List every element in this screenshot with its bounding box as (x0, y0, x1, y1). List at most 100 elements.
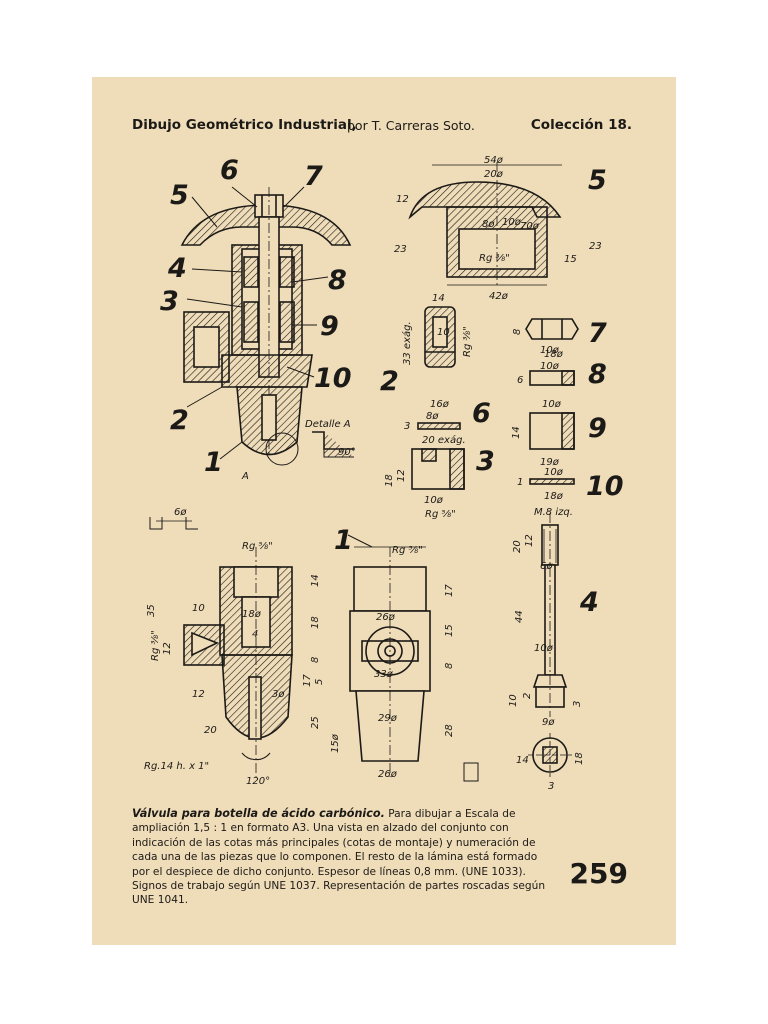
assembly-number-9: 9 (320, 311, 339, 342)
assembly-number-3: 3 (160, 286, 179, 317)
dim-6-16: 16ø (430, 399, 450, 410)
dim-front-28: 28 (444, 724, 455, 737)
dim-5-rg: Rg ⅜" (479, 253, 510, 264)
part-4-dims: M.8 izq. 20 12 6ø 44 10ø 10 2 3 9ø 14 18… (508, 507, 599, 792)
dim-body-25: 25 (310, 716, 321, 729)
dim-5-15: 15 (564, 254, 577, 265)
dim-body-rg38: Rg ⅜" (150, 630, 161, 661)
dim-8-18: 18ø (544, 349, 564, 360)
part-number-10: 10 (586, 471, 624, 502)
detail-angle: 90° (338, 447, 356, 458)
body-front-dims: 1 Rg ⅝" 26ø 17 15 8 33ø 29ø 28 15ø 26ø (330, 525, 455, 780)
caption: Válvula para botella de ácido carbónico.… (132, 807, 552, 908)
dim-3-12: 12 (396, 469, 407, 482)
dim-4-2: 2 (522, 693, 533, 699)
body-section-dims: 6ø Rg ⅝" 35 10 18ø 4 12 Rg ⅜" 12 14 18 8… (144, 507, 325, 787)
dim-5-23b: 23 (589, 241, 602, 252)
dim-5-70: 70ø (520, 221, 540, 232)
dim-8-10: 10ø (540, 361, 560, 372)
assembly-number-8: 8 (328, 265, 347, 296)
part-2-dims: 14 10 33 exág. Rg ⅜" 2 (380, 293, 473, 397)
assembly-number-1: 1 (204, 447, 223, 478)
part-number-6: 6 (472, 398, 491, 429)
part-4-spindle (528, 513, 572, 777)
header-collection: Colección 18. (530, 117, 632, 133)
part-10-dims: 10ø 18ø 1 10 (517, 467, 624, 502)
dim-body-6: 6ø (174, 507, 187, 518)
dim-6-8: 8ø (426, 411, 439, 422)
dim-4-10b: 10 (508, 694, 519, 707)
dim-9-14: 14 (511, 426, 522, 439)
dim-body-12b: 12 (192, 689, 205, 700)
dim-6-3: 3 (404, 421, 410, 432)
part-8-dims: 18ø 10ø 6 8 (517, 349, 607, 390)
part-3-dims: 20 exág. 18 12 10ø Rg ⅝" 3 (384, 434, 495, 520)
dim-front-33: 33ø (374, 669, 394, 680)
angle-120: 120° (246, 776, 270, 787)
dim-4-3: 3 (572, 701, 583, 707)
assembly-number-7: 7 (304, 161, 323, 192)
dim-4-3b: 3 (548, 781, 554, 792)
dim-5-23a: 23 (394, 244, 407, 255)
assembly-section-view (180, 186, 354, 466)
dim-10-10: 10ø (544, 467, 564, 478)
body-section-view (149, 517, 293, 777)
dim-4-18: 18 (574, 752, 585, 765)
assembly-number-4: 4 (167, 253, 187, 284)
dim-body-18: 18ø (242, 609, 262, 620)
part-number-3: 3 (476, 446, 495, 477)
dim-10-18: 18ø (544, 491, 564, 502)
assembly-part-numbers: 5 6 7 4 8 3 9 10 2 1 Detalle A A 90° (160, 155, 356, 482)
dim-4-44: 44 (514, 610, 525, 623)
dim-2-10: 10 (437, 327, 450, 338)
header-title: Dibujo Geométrico Industrial, (132, 117, 357, 133)
part-8-washer (529, 370, 575, 386)
detail-label: Detalle A (305, 419, 351, 430)
dim-8-6: 6 (517, 375, 523, 386)
dim-5-10: 10ø (502, 217, 522, 228)
dim-front-15deg: 15ø (330, 733, 341, 753)
dim-body-3: 3ø (272, 689, 285, 700)
thread-m8: M.8 izq. (534, 507, 573, 518)
dim-body-8: 8 (310, 657, 321, 663)
part-7-dims: 8 10ø 7 (512, 318, 607, 356)
dim-4-14: 14 (516, 755, 529, 766)
dim-5-8: 8ø (482, 219, 495, 230)
caption-title: Válvula para botella de ácido carbónico. (132, 807, 385, 820)
part-number-7: 7 (588, 318, 607, 349)
dim-body-17: 17 (302, 674, 313, 687)
part-9-dims: 10ø 14 19ø 9 (511, 399, 607, 468)
part-number-8: 8 (588, 359, 607, 390)
dim-5-42: 42ø (489, 291, 509, 302)
dim-4-6: 6ø (540, 561, 553, 572)
technical-drawing: 5 6 7 4 8 3 9 10 2 1 Detalle A A 90° 54ø… (144, 155, 624, 792)
dim-2-rg: Rg ⅜" (462, 326, 473, 357)
dim-9-10: 10ø (542, 399, 562, 410)
dim-4-9: 9ø (542, 717, 555, 728)
dim-4-20: 20 (512, 540, 523, 553)
body-front-view (347, 534, 479, 782)
part-number-1: 1 (334, 525, 353, 556)
dim-front-8: 8 (444, 663, 455, 669)
dim-4-12: 12 (524, 534, 535, 547)
dim-10-1: 1 (517, 477, 523, 488)
dim-body-rg58: Rg ⅝" (242, 541, 273, 552)
part-5-handwheel (408, 162, 562, 287)
dim-5-20: 20ø (484, 169, 504, 180)
dim-front-rg: Rg ⅝" (392, 545, 423, 556)
dim-2-14: 14 (432, 293, 445, 304)
dim-3-20: 20 exág. (422, 434, 466, 446)
dim-front-29: 29ø (378, 713, 398, 724)
assembly-number-6: 6 (220, 155, 239, 186)
part-10-washer (529, 478, 575, 485)
page-sheet: Dibujo Geométrico Industrial, por T. Car… (92, 77, 676, 945)
header-author: por T. Carreras Soto. (347, 118, 475, 133)
thread-rg14: Rg.14 h. x 1" (144, 761, 209, 772)
assembly-number-5: 5 (170, 180, 189, 211)
dim-front-15: 15 (444, 624, 455, 637)
dim-body-10: 10 (192, 603, 205, 614)
part-number-4: 4 (579, 587, 599, 618)
dim-9-19: 19ø (540, 457, 560, 468)
dim-body-14: 14 (310, 574, 321, 587)
detail-letter: A (241, 471, 249, 482)
